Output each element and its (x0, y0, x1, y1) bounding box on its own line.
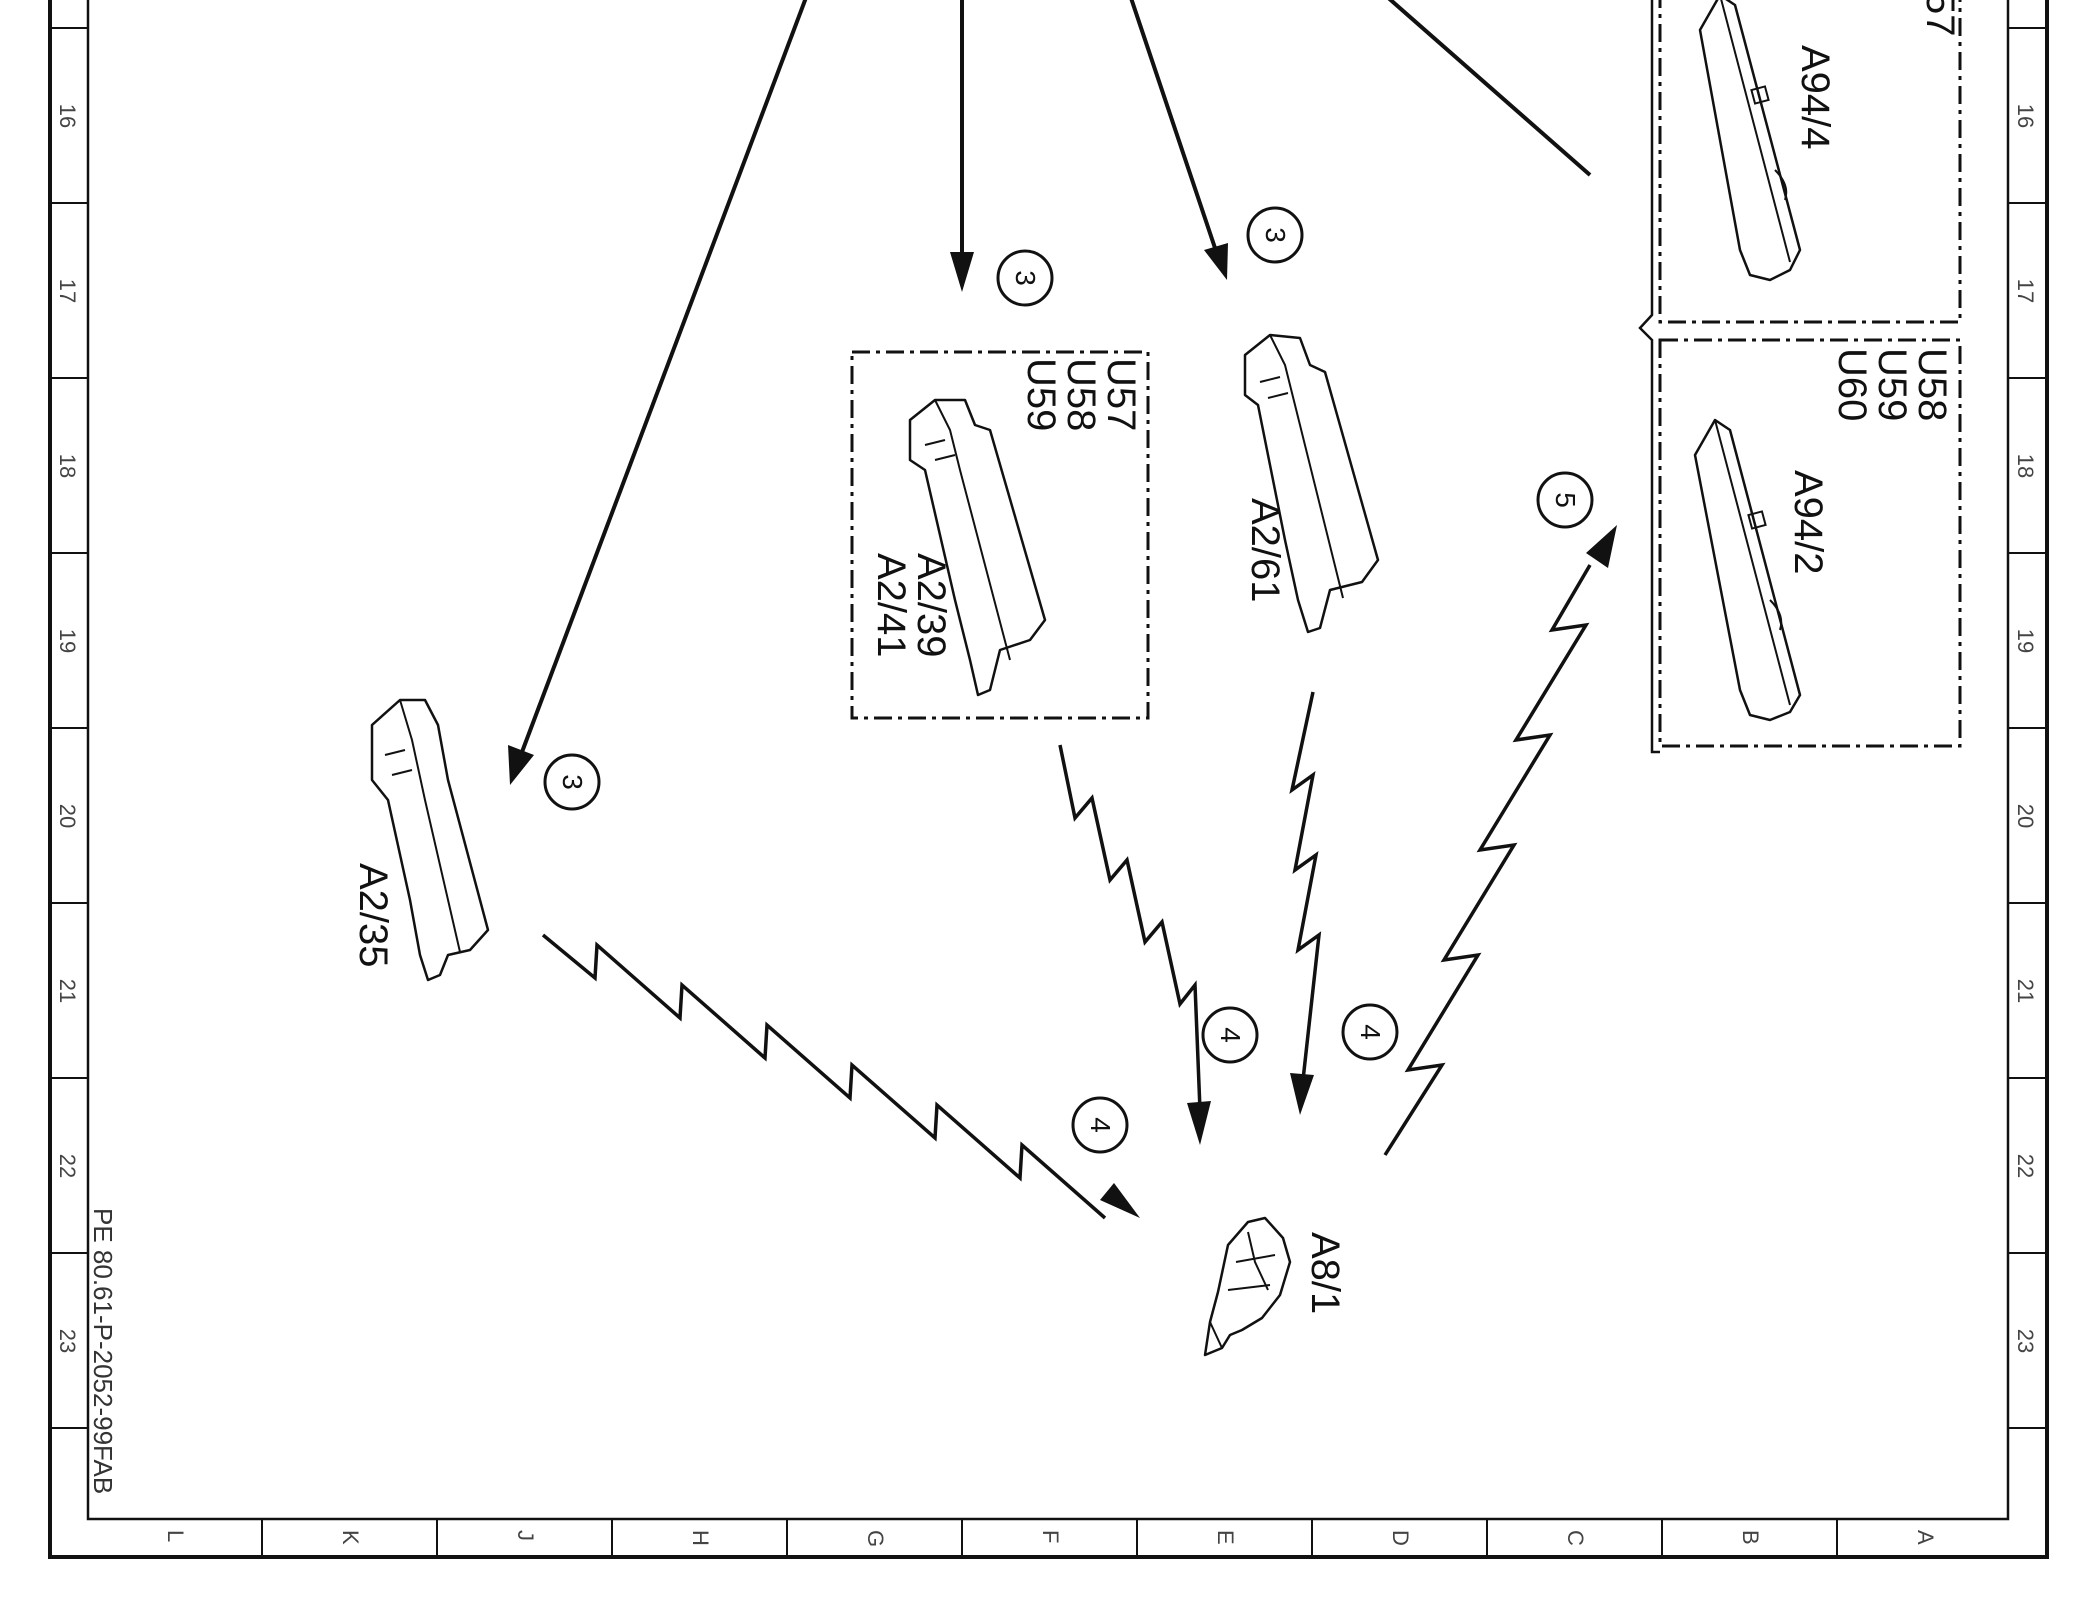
bottom-zone-ticks (261, 1519, 1838, 1557)
left-zone-label: 23 (55, 1329, 80, 1353)
right-zone-label: 16 (2013, 104, 2038, 128)
inner-frame (86, 0, 2010, 1521)
label-a94-2: A94/2 (1786, 470, 1830, 575)
box1-codes: U57 U58 U59 (1019, 358, 1143, 431)
left-zone-label: 16 (55, 104, 80, 128)
callout-text: 4 (1215, 1027, 1246, 1043)
box2-code: U60 (1830, 348, 1874, 421)
bottom-zone-label: L (163, 1530, 188, 1542)
document-id: PE 80.61-P-2052-99FAB (88, 1208, 118, 1494)
callout-3-e16: 3 (1246, 206, 1304, 264)
bottom-zone-label: H (688, 1530, 713, 1546)
connector-a2-35 (370, 698, 490, 982)
right-zone-label: 19 (2013, 629, 2038, 653)
left-zone-labels: 16 17 18 19 20 21 22 23 (55, 104, 80, 1353)
label-a94-4: A94/4 (1793, 45, 1837, 150)
right-zone-label: 22 (2013, 1154, 2038, 1178)
left-zone-label: 19 (55, 629, 80, 653)
right-zone-label: 20 (2013, 804, 2038, 828)
left-zone-label: 20 (55, 804, 80, 828)
left-zone-label: 21 (55, 979, 80, 1003)
left-zone-ticks (50, 27, 88, 1429)
callout-4-e21: 4 (1201, 1006, 1259, 1064)
box1-code: U59 (1019, 358, 1063, 431)
bottom-zone-labels: L K J H G F E D C B A (163, 1530, 1938, 1547)
left-zone-label: 17 (55, 279, 80, 303)
key-fob-a8-1 (1203, 1216, 1292, 1357)
callout-4-d21: 4 (1341, 1003, 1399, 1061)
box1-code: U57 (1099, 358, 1143, 431)
right-zone-label: 17 (2013, 279, 2038, 303)
label-a8-1: A8/1 (1303, 1232, 1347, 1314)
grouping-brace (1638, 0, 1660, 754)
callout-3-j20: 3 (543, 753, 601, 811)
right-zone-label: 18 (2013, 454, 2038, 478)
line-to-a94-4 (1387, 0, 1592, 177)
callout-text: 3 (1260, 227, 1291, 243)
bottom-zone-label: J (513, 1530, 538, 1541)
bottom-zone-label: E (1213, 1530, 1238, 1545)
callout-text: 3 (1010, 270, 1041, 286)
label-a2-35: A2/35 (351, 863, 395, 968)
wireless-signal-from-a2-39 (1058, 744, 1211, 1145)
bottom-zone-label: C (1563, 1530, 1588, 1546)
outer-frame (48, 0, 2049, 1559)
arrow-to-a2-61 (1129, 0, 1228, 280)
callout-4-g21: 4 (1071, 1096, 1129, 1154)
callout-text: 4 (1085, 1117, 1116, 1133)
connector-a2-61 (1243, 333, 1380, 634)
bottom-zone-label: D (1388, 1530, 1413, 1546)
box2-code: U59 (1870, 348, 1914, 421)
variant-box-a94-2: U58 U59 U60 A94/2 (1658, 338, 1962, 748)
right-zone-ticks (2008, 27, 2047, 1429)
box1-code: U58 (1059, 358, 1103, 431)
right-zone-label: 23 (2013, 1329, 2038, 1353)
callout-text: 4 (1355, 1024, 1386, 1040)
label-a2-39: A2/39 (909, 553, 953, 658)
variant-box-a94-4: A94/4 57 (1658, 0, 1962, 324)
bottom-zone-label: A (1913, 1530, 1938, 1545)
box2-codes: U58 U59 U60 (1830, 348, 1954, 421)
box2-code: U58 (1910, 348, 1954, 421)
variant-box-a2-39 (850, 350, 1150, 720)
bottom-zone-label: K (338, 1530, 363, 1545)
left-zone-label: 18 (55, 454, 80, 478)
bottom-zone-label: B (1738, 1530, 1763, 1545)
callout-text: 3 (557, 774, 588, 790)
right-zone-label: 21 (2013, 979, 2038, 1003)
label-u57-top: 57 (1918, 0, 1962, 37)
wireless-signal-from-a2-35 (541, 933, 1140, 1220)
callout-3-g17: 3 (996, 249, 1054, 307)
wireless-signal-from-a2-61 (1289, 691, 1322, 1115)
callout-5-c18: 5 (1536, 471, 1594, 529)
arrow-to-a2-35 (508, 0, 808, 785)
bottom-zone-label: F (1038, 1530, 1063, 1543)
wireless-signal-to-a94-2 (1383, 525, 1617, 1156)
connector-a2-39 (908, 398, 1047, 697)
left-zone-label: 22 (55, 1154, 80, 1178)
label-a2-41: A2/41 (869, 553, 913, 658)
label-a2-61: A2/61 (1243, 498, 1287, 603)
right-zone-labels: 16 17 18 19 20 21 22 23 (2013, 104, 2038, 1353)
arrow-to-a2-39-box (950, 0, 974, 292)
bottom-zone-label: G (863, 1530, 888, 1547)
callout-text: 5 (1550, 492, 1581, 508)
